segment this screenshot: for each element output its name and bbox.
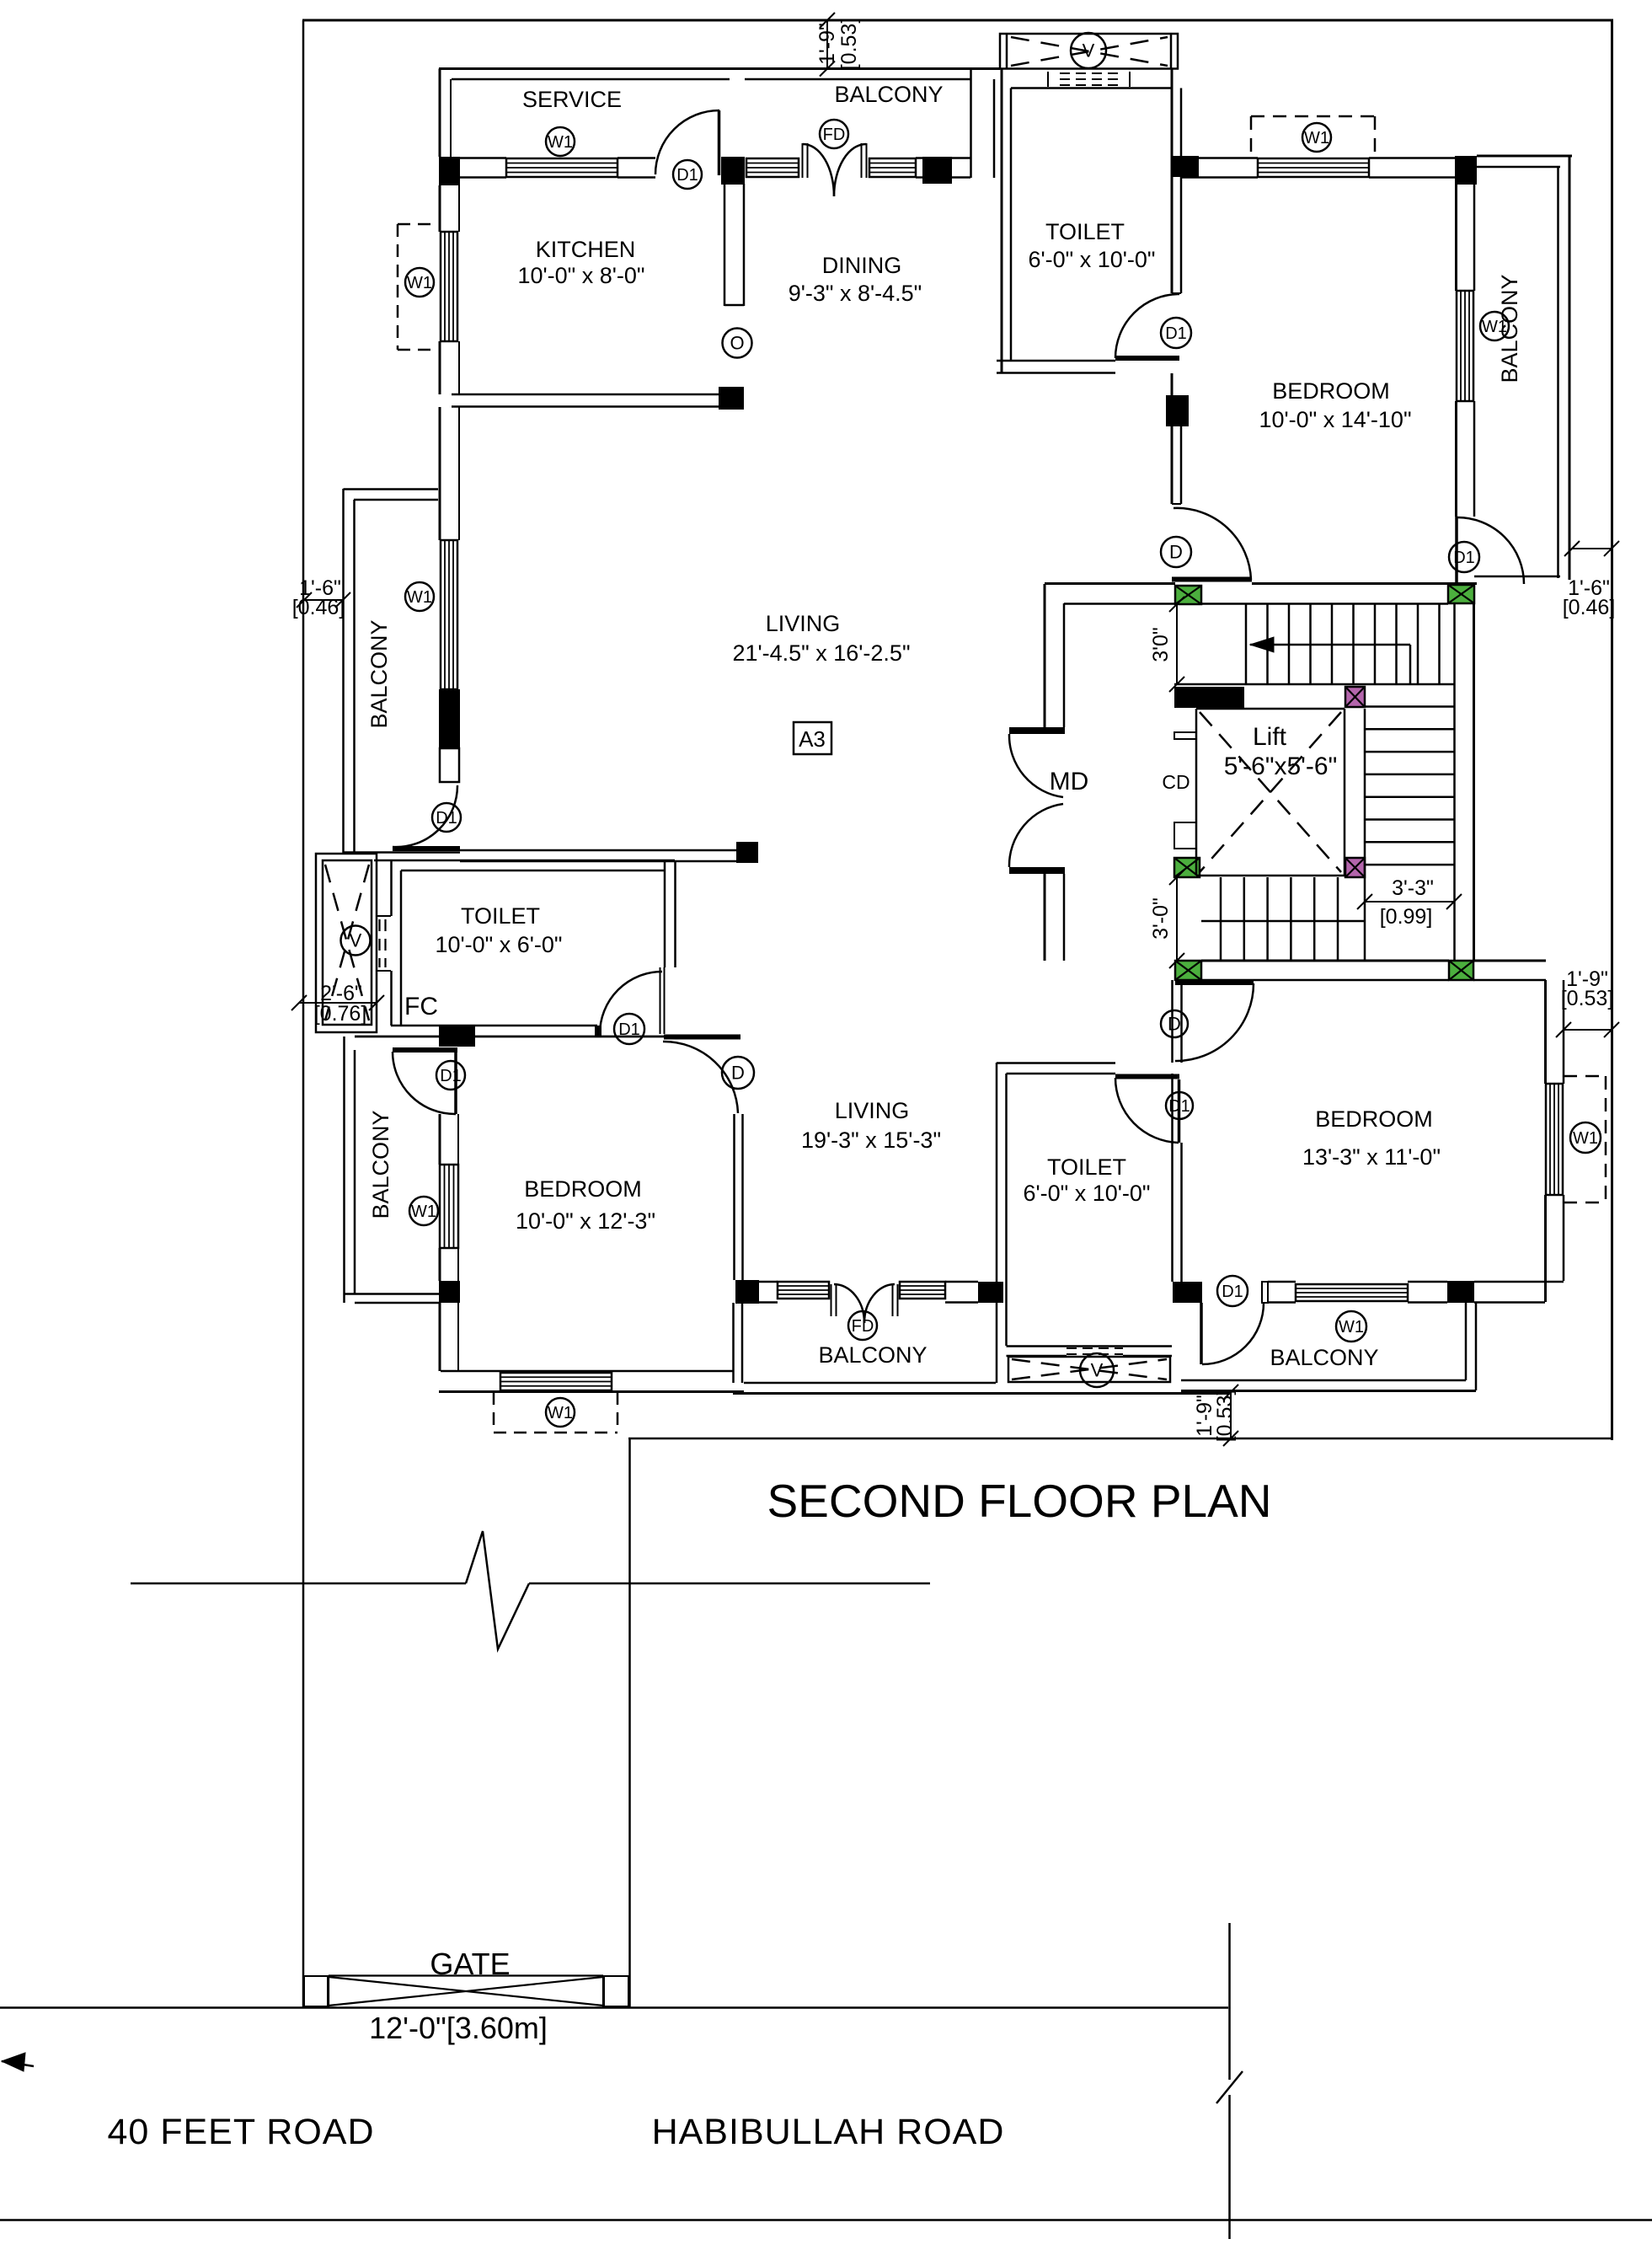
svg-text:[0.53]: [0.53]	[837, 18, 861, 71]
svg-text:D1: D1	[1453, 549, 1475, 567]
svg-text:12'-0"[3.60m]: 12'-0"[3.60m]	[369, 2011, 548, 2045]
svg-text:W1: W1	[1482, 318, 1507, 336]
svg-text:13'-3" x 11'-0": 13'-3" x 11'-0"	[1302, 1144, 1441, 1170]
svg-text:TOILET: TOILET	[1045, 219, 1125, 244]
svg-text:1'-9": 1'-9"	[1566, 967, 1608, 991]
svg-text:D1: D1	[436, 809, 457, 828]
svg-text:W1: W1	[1573, 1129, 1598, 1148]
svg-text:1'-9": 1'-9"	[815, 23, 839, 65]
svg-text:D1: D1	[1165, 324, 1187, 343]
svg-text:SERVICE: SERVICE	[522, 87, 622, 112]
svg-text:10'-0" x 6'-0": 10'-0" x 6'-0"	[435, 932, 562, 957]
svg-text:TOILET: TOILET	[461, 903, 540, 929]
svg-text:DINING: DINING	[822, 253, 902, 278]
svg-text:D1: D1	[1222, 1283, 1243, 1301]
svg-text:[0.46]: [0.46]	[1563, 596, 1616, 619]
svg-text:D: D	[731, 1063, 745, 1084]
svg-text:MD: MD	[1050, 768, 1089, 795]
svg-text:10'-0" x 12'-3": 10'-0" x 12'-3"	[516, 1208, 655, 1234]
svg-text:D1: D1	[618, 1020, 640, 1039]
svg-text:[0.76]: [0.76]	[314, 1002, 367, 1026]
svg-text:10'-0" x 14'-10": 10'-0" x 14'-10"	[1259, 407, 1411, 432]
svg-text:[0.53]: [0.53]	[1561, 987, 1614, 1010]
svg-text:2'-6": 2'-6"	[320, 982, 362, 1005]
svg-text:BALCONY: BALCONY	[1270, 1345, 1378, 1370]
svg-text:A3: A3	[799, 726, 826, 752]
svg-text:W1: W1	[407, 588, 432, 607]
svg-text:V: V	[1091, 1360, 1104, 1381]
svg-text:GATE: GATE	[430, 1947, 510, 1981]
svg-text:W1: W1	[407, 274, 432, 292]
svg-text:19'-3" x 15'-3": 19'-3" x 15'-3"	[801, 1128, 941, 1153]
svg-text:BALCONY: BALCONY	[834, 82, 943, 107]
svg-text:FC: FC	[404, 993, 438, 1020]
svg-text:3'-0": 3'-0"	[1149, 897, 1173, 940]
svg-text:40 FEET ROAD: 40 FEET ROAD	[107, 2112, 374, 2152]
svg-text:BEDROOM: BEDROOM	[1315, 1106, 1433, 1132]
svg-text:BALCONY: BALCONY	[368, 1110, 393, 1219]
svg-text:W1: W1	[1304, 129, 1329, 147]
svg-text:BALCONY: BALCONY	[818, 1342, 927, 1368]
svg-text:BEDROOM: BEDROOM	[1272, 378, 1390, 404]
svg-text:[0.53]: [0.53]	[1213, 1390, 1237, 1443]
svg-text:FD: FD	[823, 126, 846, 144]
svg-text:W1: W1	[411, 1202, 436, 1221]
svg-text:FD: FD	[852, 1317, 874, 1336]
svg-text:5'-6"x5'-6": 5'-6"x5'-6"	[1224, 753, 1337, 780]
svg-text:3'-3": 3'-3"	[1392, 876, 1434, 900]
svg-text:21'-4.5" x 16'-2.5": 21'-4.5" x 16'-2.5"	[732, 640, 910, 666]
svg-text:KITCHEN: KITCHEN	[536, 237, 636, 262]
svg-text:LIVING: LIVING	[766, 611, 841, 636]
svg-text:6'-0" x 10'-0": 6'-0" x 10'-0"	[1028, 247, 1155, 272]
svg-text:V: V	[1083, 40, 1095, 62]
svg-text:W1: W1	[548, 133, 573, 152]
svg-text:1'-6": 1'-6"	[1568, 576, 1610, 600]
svg-text:9'-3" x 8'-4.5": 9'-3" x 8'-4.5"	[789, 281, 922, 306]
svg-text:D: D	[1169, 542, 1183, 563]
svg-text:V: V	[350, 930, 362, 951]
svg-text:[0.46]: [0.46]	[292, 596, 345, 619]
svg-text:D1: D1	[440, 1067, 462, 1085]
svg-text:3'0": 3'0"	[1149, 627, 1173, 662]
svg-text:D1: D1	[676, 166, 698, 185]
svg-text:1'-9": 1'-9"	[1193, 1395, 1216, 1437]
svg-text:6'-0" x 10'-0": 6'-0" x 10'-0"	[1023, 1181, 1150, 1206]
svg-text:CD: CD	[1162, 771, 1190, 793]
svg-text:SECOND FLOOR PLAN: SECOND FLOOR PLAN	[767, 1475, 1271, 1527]
svg-text:D1: D1	[1168, 1097, 1190, 1116]
svg-text:O: O	[730, 333, 744, 354]
svg-text:W1: W1	[548, 1404, 573, 1422]
svg-text:W1: W1	[1339, 1318, 1364, 1336]
svg-text:BALCONY: BALCONY	[366, 619, 392, 728]
svg-text:[0.99]: [0.99]	[1380, 905, 1433, 929]
svg-text:BEDROOM: BEDROOM	[524, 1176, 642, 1202]
svg-text:D: D	[1168, 1014, 1181, 1035]
svg-text:TOILET: TOILET	[1047, 1154, 1126, 1180]
svg-text:10'-0" x 8'-0": 10'-0" x 8'-0"	[517, 263, 644, 288]
svg-text:HABIBULLAH ROAD: HABIBULLAH ROAD	[652, 2112, 1005, 2152]
svg-text:LIVING: LIVING	[835, 1098, 910, 1123]
svg-text:Lift: Lift	[1253, 723, 1287, 751]
svg-text:1'-6": 1'-6"	[299, 576, 341, 600]
